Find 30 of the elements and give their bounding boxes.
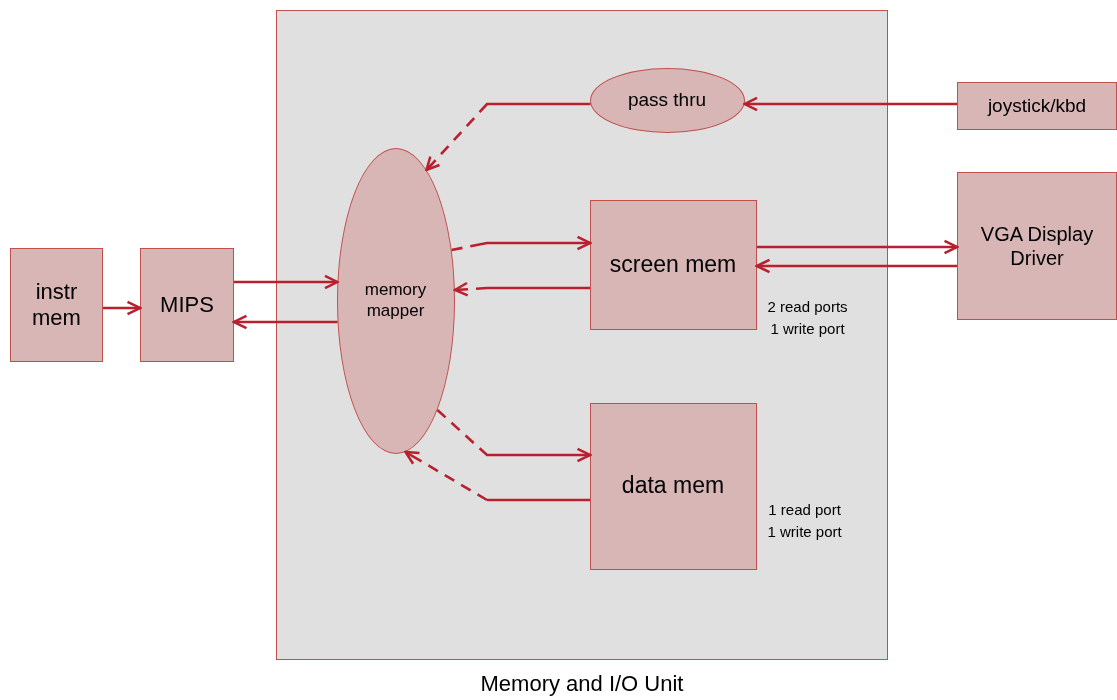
arrow (103, 300, 142, 316)
process-box (957, 172, 1117, 320)
arrow (755, 258, 957, 274)
node-label: instr mem (31, 278, 82, 332)
arrow (757, 239, 959, 255)
arrow (451, 235, 592, 252)
node-label: VGA Display Driver (979, 222, 1095, 270)
container-title: Memory and I/O Unit (479, 671, 685, 697)
node-label: screen mem (608, 250, 738, 279)
port-note: 1 write port (769, 319, 846, 339)
port-note: 1 read port (767, 499, 842, 520)
node-label: joystick/kbd (986, 94, 1088, 118)
node-label: pass thru (626, 88, 708, 112)
port-note: 2 read ports (767, 296, 848, 317)
process-box (957, 82, 1117, 130)
arrow (234, 274, 339, 290)
arrow (425, 102, 591, 172)
arrow (436, 409, 592, 463)
process-box (140, 248, 234, 362)
node-label: memory mapper (363, 280, 428, 321)
arrow (743, 96, 957, 112)
process-box (10, 248, 103, 362)
node-label: MIPS (159, 291, 215, 319)
memory-box (589, 199, 757, 330)
node-label: data mem (620, 472, 726, 500)
port-note: 1 write port (767, 522, 842, 542)
arrow (453, 281, 590, 297)
arrow (232, 314, 338, 330)
arrow (404, 450, 590, 502)
memory-box (589, 402, 757, 570)
